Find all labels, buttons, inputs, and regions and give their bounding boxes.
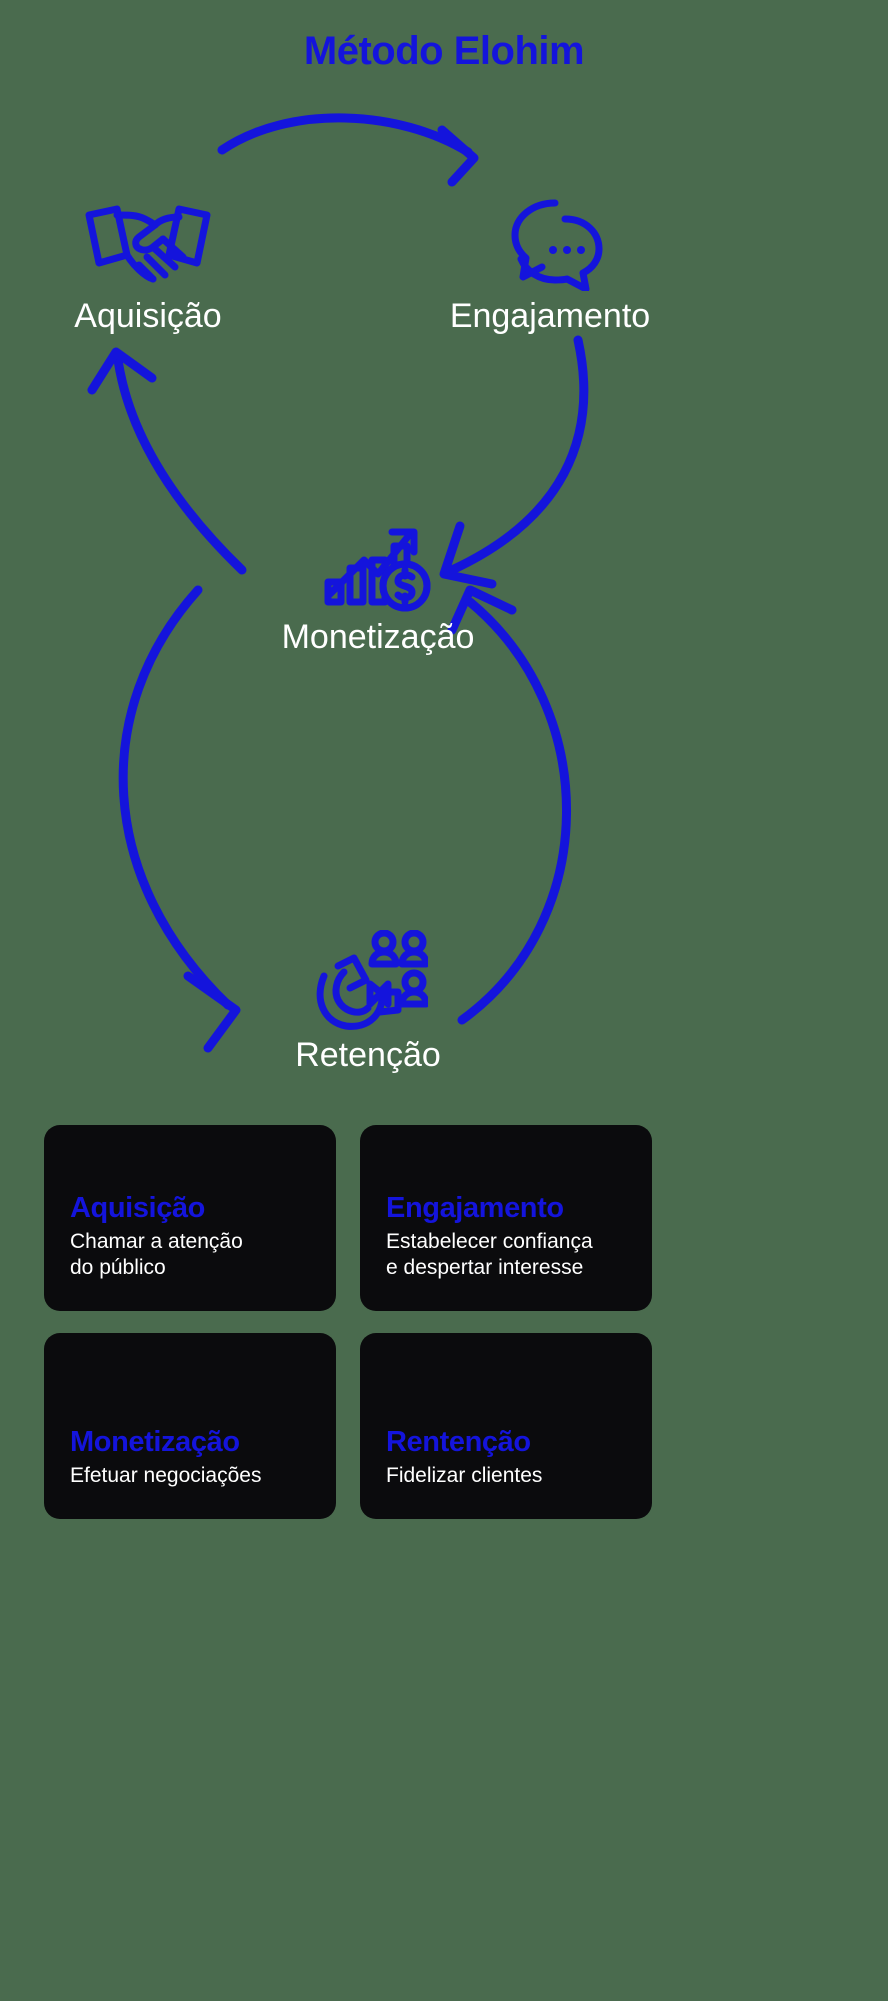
card-monetizacao-desc: Efetuar negociações <box>70 1463 262 1487</box>
chat-bubbles-icon <box>410 195 690 293</box>
cycle-node-monetizacao-label: Monetização <box>281 618 475 656</box>
cycle-node-aquisicao: Aquisição <box>18 195 278 336</box>
arrow-retencao-to-monetizacao <box>447 585 571 1025</box>
cycle-node-retencao-label: Retenção <box>295 1036 441 1074</box>
card-rentencao-desc: Fidelizar clientes <box>386 1463 543 1487</box>
card-monetizacao[interactable]: Monetização Efetuar negociações <box>44 1333 336 1519</box>
magnet-people-icon <box>218 929 518 1030</box>
card-monetizacao-title: Monetização <box>70 1425 240 1458</box>
cycle-node-aquisicao-label: Aquisição <box>74 297 222 335</box>
cycle-node-monetizacao: Monetização <box>228 520 528 657</box>
cycle-node-engajamento: Engajamento <box>410 195 690 336</box>
card-engajamento[interactable]: Engajamento Estabelecer confiança e desp… <box>360 1125 652 1311</box>
card-rentencao[interactable]: Rentenção Fidelizar clientes <box>360 1333 652 1519</box>
card-aquisicao[interactable]: Aquisição Chamar a atenção do público <box>44 1125 336 1311</box>
growth-chart-dollar-icon <box>228 520 528 612</box>
page-title: Método Elohim <box>303 29 585 73</box>
handshake-icon <box>18 195 278 291</box>
arrow-monetizacao-to-aquisicao <box>87 347 247 575</box>
card-aquisicao-title: Aquisição <box>70 1191 205 1224</box>
cycle-arrows: .arw { fill:none; stroke:#1414dc; stroke… <box>87 113 589 1053</box>
arrow-engajamento-to-monetizacao <box>439 335 589 589</box>
card-engajamento-desc: Estabelecer confiança e despertar intere… <box>386 1229 593 1279</box>
cycle-node-engajamento-label: Engajamento <box>449 297 651 335</box>
arrow-aquisicao-to-engajamento <box>217 113 479 187</box>
card-aquisicao-desc: Chamar a atenção do público <box>70 1229 243 1279</box>
cycle-diagram: .arw { fill:none; stroke:#1414dc; stroke… <box>0 90 888 1420</box>
card-rentencao-title: Rentenção <box>386 1425 531 1458</box>
cycle-node-retencao: Retenção <box>218 929 518 1075</box>
card-engajamento-title: Engajamento <box>386 1191 564 1224</box>
arrow-monetizacao-to-retencao <box>118 585 241 1053</box>
summary-cards: Aquisição Chamar a atenção do público En… <box>44 1125 844 1519</box>
